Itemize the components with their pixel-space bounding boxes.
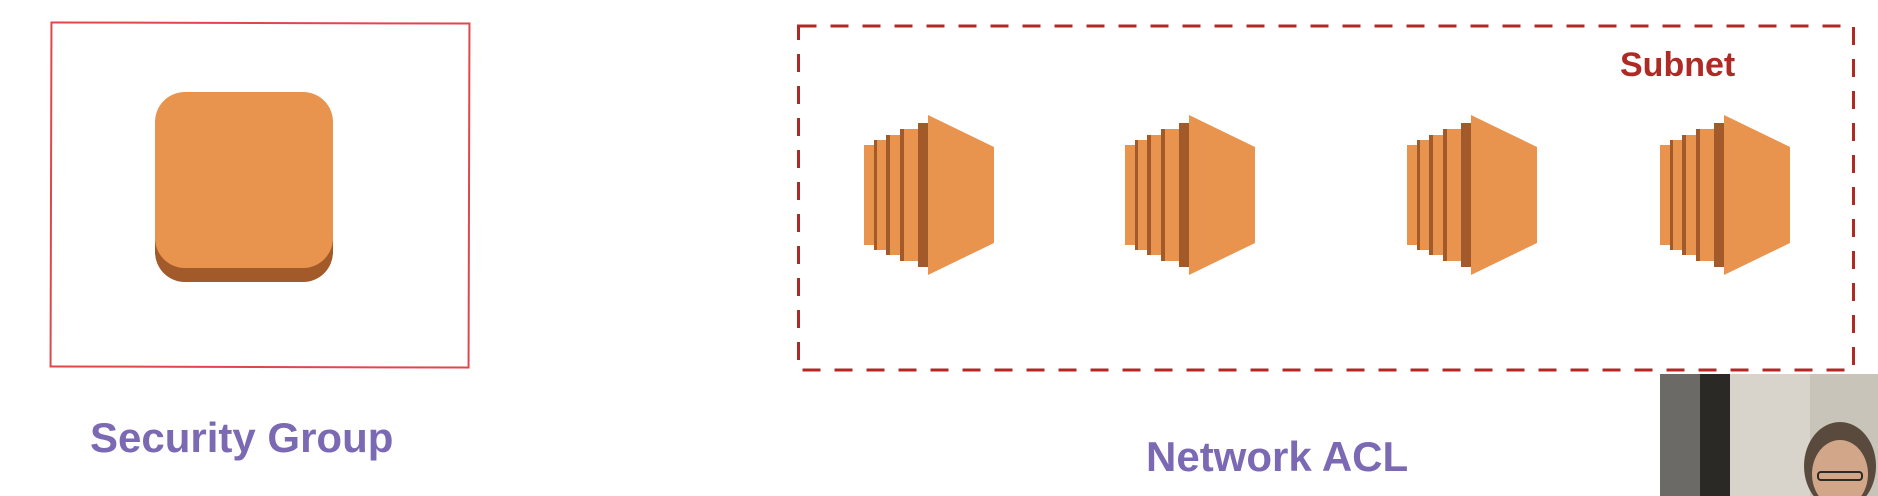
ec2-instance-icon	[1660, 115, 1790, 275]
subnet-label: Subnet	[1620, 46, 1736, 84]
ec2-instance-icon	[1125, 115, 1255, 275]
security-group-label: Security Group	[90, 414, 394, 461]
webcam-overlay	[1660, 374, 1878, 496]
network-acl-label: Network ACL	[1146, 433, 1409, 480]
presenter-video-frame	[1660, 374, 1878, 496]
ec2-instance-icon	[864, 115, 994, 275]
aws-instance-icon	[155, 92, 333, 282]
subnet-box	[797, 24, 1855, 372]
ec2-instance-icon	[1407, 115, 1537, 275]
